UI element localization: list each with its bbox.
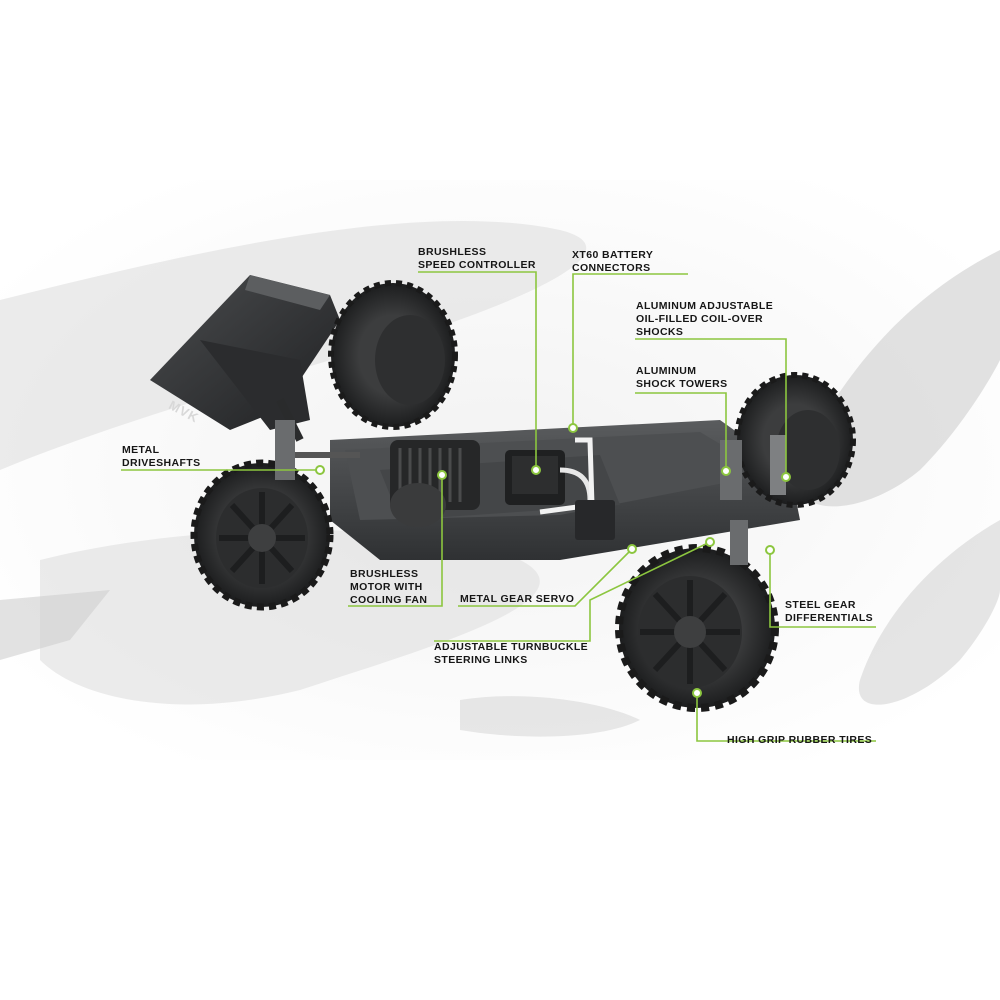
brushless-motor xyxy=(390,440,480,527)
label-xt60-connectors: XT60 BATTERY CONNECTORS xyxy=(572,249,654,274)
battery-lead xyxy=(539,437,595,515)
label-steering-links: ADJUSTABLE TURNBUCKLE STEERING LINKS xyxy=(434,641,589,666)
label-tires: HIGH GRIP RUBBER TIRES xyxy=(727,734,873,746)
speed-controller xyxy=(505,450,593,505)
tire-front-left xyxy=(615,544,779,712)
label-servo: METAL GEAR SERVO xyxy=(460,593,575,605)
tire-rear-left xyxy=(328,280,458,430)
label-differentials: STEEL GEAR DIFFERENTIALS xyxy=(785,599,874,624)
label-shock-towers: ALUMINUM SHOCK TOWERS xyxy=(636,365,728,390)
label-driveshafts: METAL DRIVESHAFTS xyxy=(122,444,201,469)
tire-rear-left-lower xyxy=(190,459,334,611)
servo xyxy=(575,500,615,540)
tire-front-right xyxy=(734,372,856,508)
leader-lines xyxy=(121,271,876,742)
rear-suspension xyxy=(275,420,360,480)
label-speed-controller: BRUSHLESS SPEED CONTROLLER xyxy=(418,246,536,271)
callout-markers xyxy=(315,423,791,698)
rear-wing xyxy=(150,275,340,442)
label-motor: BRUSHLESS MOTOR WITH COOLING FAN xyxy=(350,568,428,606)
label-shocks: ALUMINUM ADJUSTABLE OIL-FILLED COIL-OVER… xyxy=(636,300,774,338)
